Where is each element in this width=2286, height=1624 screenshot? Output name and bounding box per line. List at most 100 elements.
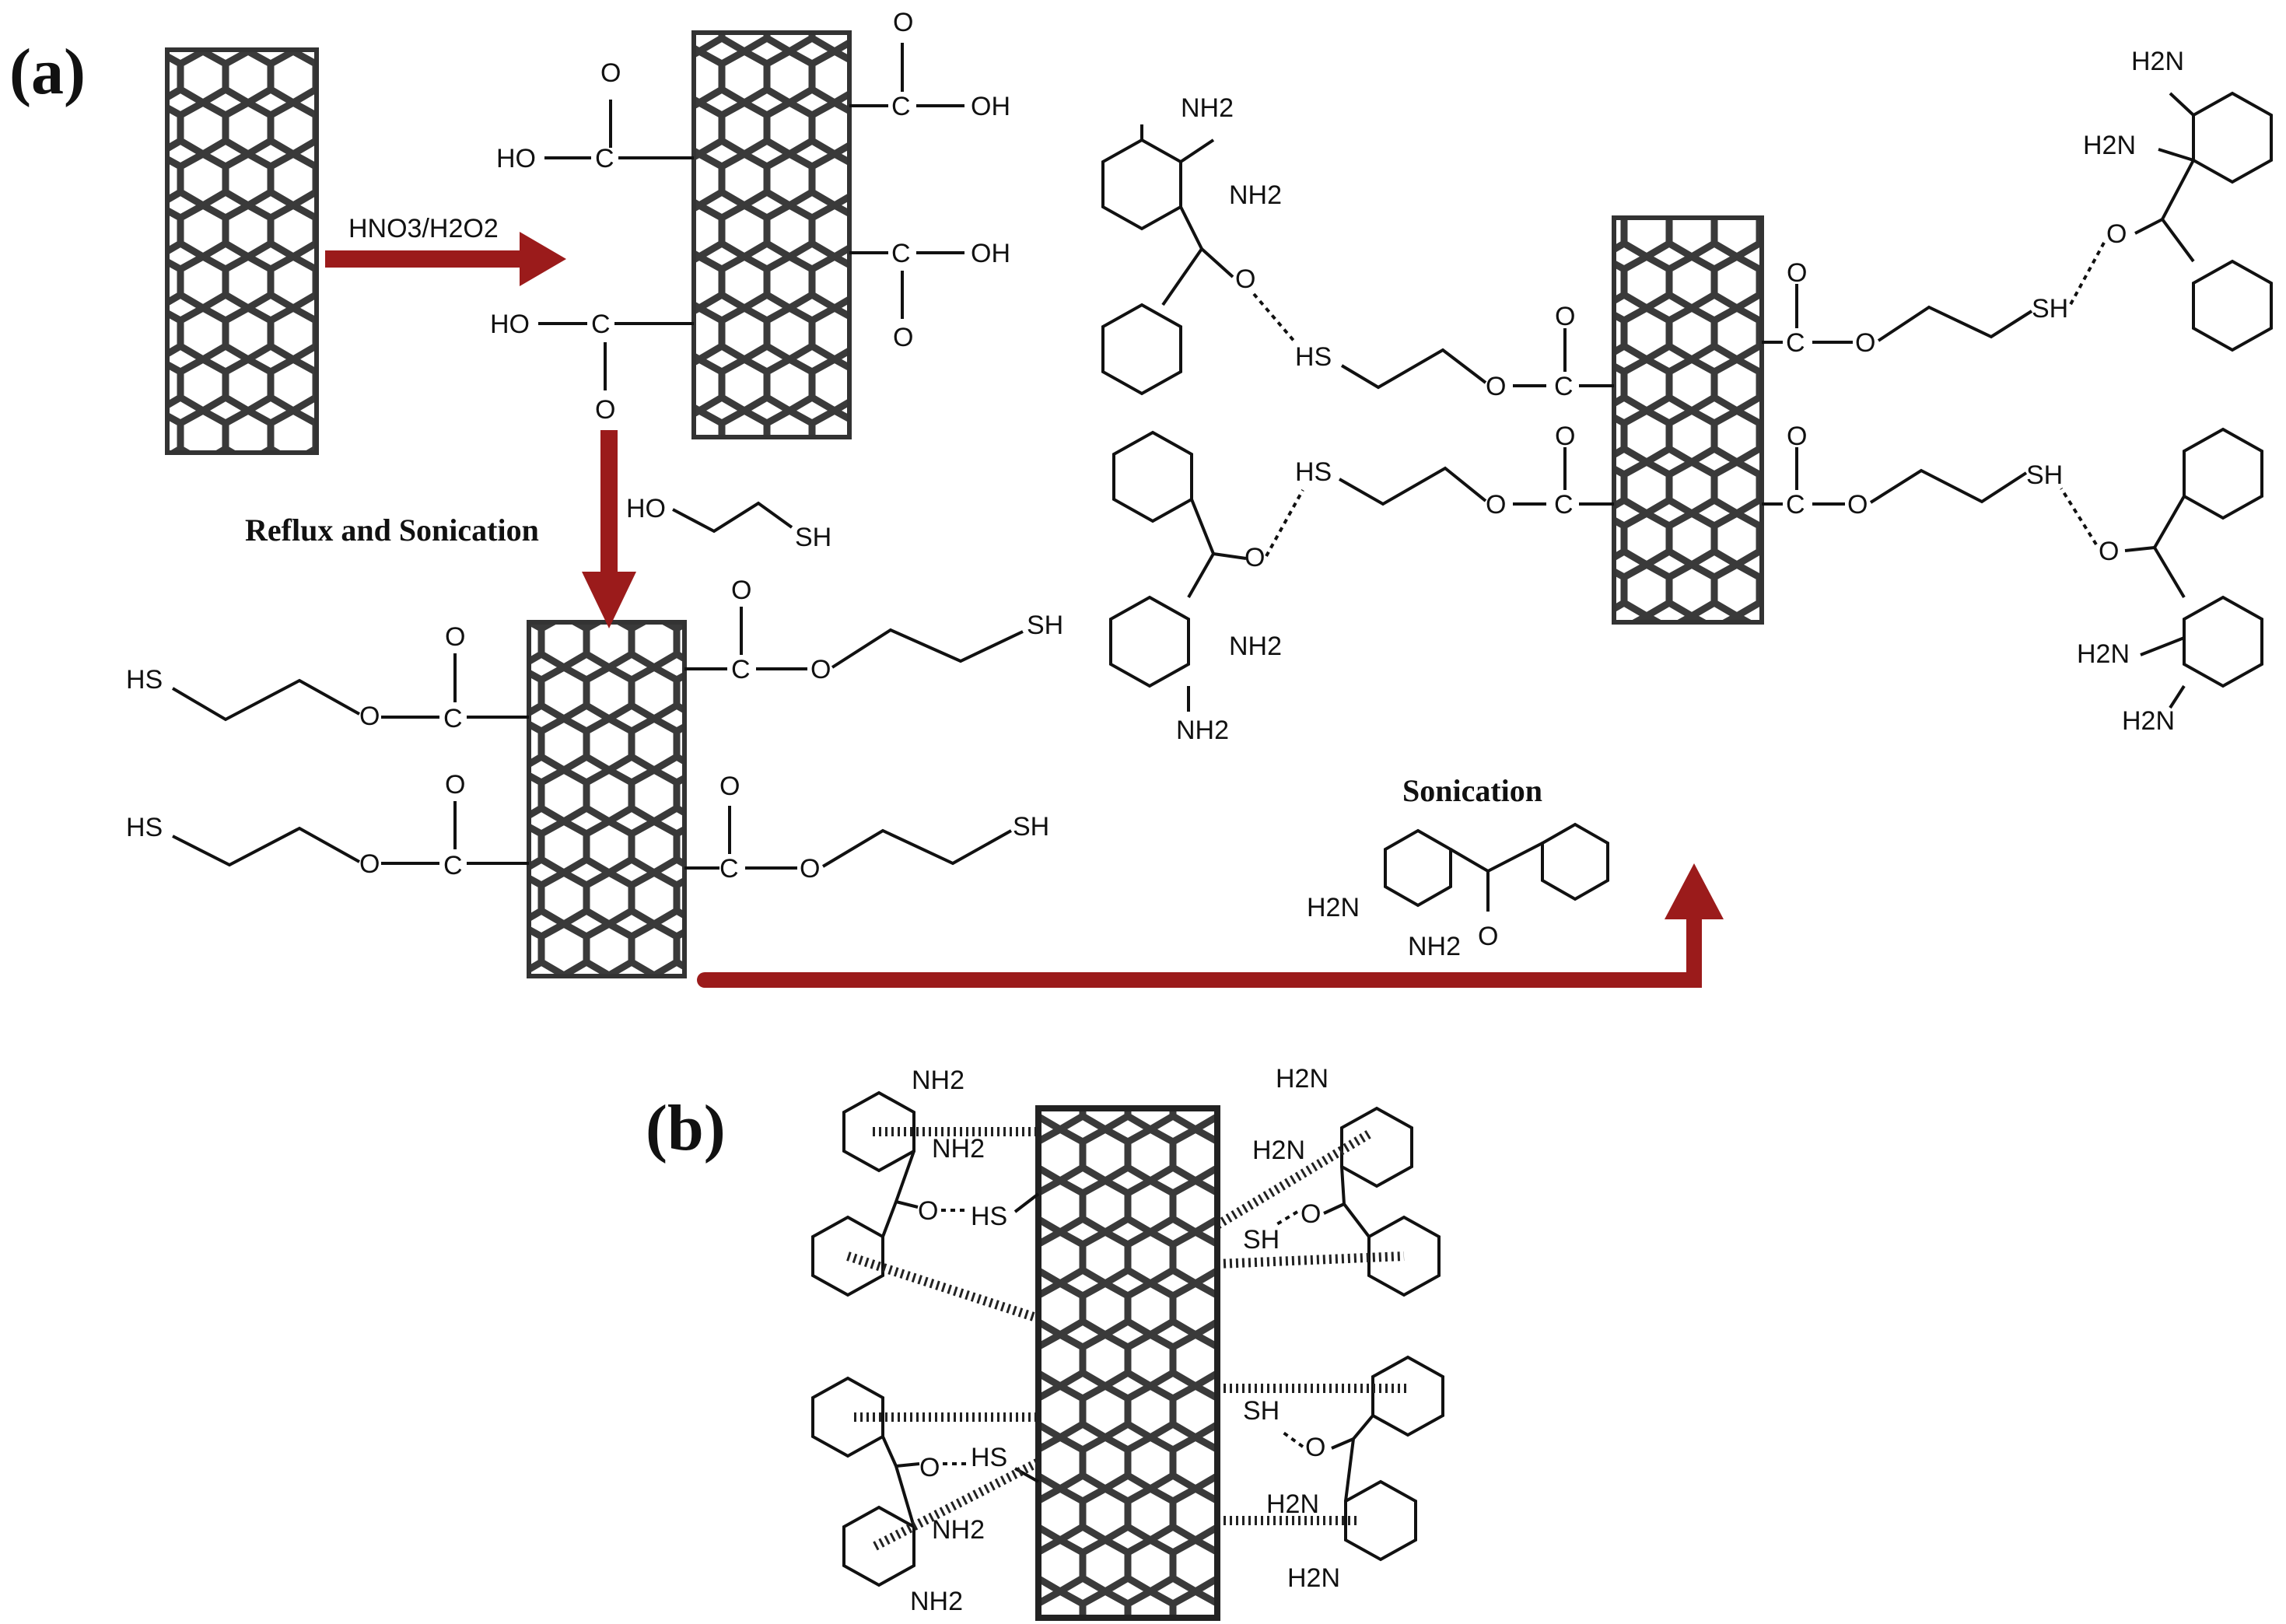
svg-text:O: O <box>1301 1199 1321 1229</box>
svg-text:H2N: H2N <box>1266 1489 1319 1519</box>
svg-text:O: O <box>2106 219 2127 249</box>
svg-text:O: O <box>1486 372 1506 401</box>
benzophenone-unit-bottom-left: O NH2 NH2 <box>1109 430 1304 745</box>
functionalization-condition-label: Sonication <box>1402 773 1542 808</box>
reagent-amine-right-label: NH2 <box>1408 932 1461 961</box>
svg-text:O: O <box>1305 1433 1325 1462</box>
svg-text:O: O <box>810 655 831 684</box>
svg-text:NH2: NH2 <box>1229 180 1282 210</box>
svg-text:C: C <box>719 854 739 884</box>
svg-text:NH2: NH2 <box>910 1587 963 1616</box>
esterification-condition-label: Reflux and Sonication <box>245 513 539 548</box>
benzophenone-unit-bottom-right: O H2N H2N <box>2060 427 2263 736</box>
svg-text:O: O <box>445 622 465 652</box>
svg-text:SH: SH <box>1243 1396 1280 1426</box>
thiol-ester-arm: C O O SH <box>684 576 1063 684</box>
svg-text:O: O <box>1787 258 1807 288</box>
reagent-ketone-o-label: O <box>1478 922 1498 951</box>
svg-text:O: O <box>1847 490 1868 520</box>
svg-text:O: O <box>2099 537 2119 566</box>
interaction-left-lower: O HS NH2 NH2 <box>811 1376 1041 1616</box>
svg-text:C: C <box>443 851 463 880</box>
reagent-thiol-label: SH <box>795 523 831 552</box>
svg-text:SH: SH <box>1013 812 1049 842</box>
ester-arm-right: C O O SH <box>1762 258 2068 358</box>
svg-text:OH: OH <box>971 239 1010 268</box>
svg-text:H2N: H2N <box>1276 1064 1329 1094</box>
svg-text:C: C <box>591 310 611 339</box>
svg-text:NH2: NH2 <box>1181 93 1234 123</box>
svg-text:O: O <box>445 770 465 800</box>
interaction-left-upper: O HS NH2 NH2 <box>811 1066 1040 1323</box>
svg-text:O: O <box>731 576 751 605</box>
esterification-arrow <box>582 430 636 628</box>
svg-text:H2N: H2N <box>2083 131 2136 160</box>
svg-text:C: C <box>443 704 463 733</box>
diaminobenzophenone-reagent: O H2N NH2 <box>1307 822 1609 961</box>
svg-text:HO: HO <box>490 310 530 339</box>
svg-text:C: C <box>595 144 614 173</box>
interaction-right-lower: O SH H2N H2N <box>1217 1355 1444 1593</box>
svg-text:NH2: NH2 <box>932 1515 985 1545</box>
oxidation-arrow <box>325 232 566 286</box>
functionalized-nanotube <box>1612 215 1764 625</box>
thiol-ester-arm: C O O SH <box>684 772 1049 884</box>
interaction-right-upper: O SH H2N H2N <box>1214 1064 1441 1297</box>
svg-text:HS: HS <box>126 813 163 842</box>
mercaptoethanol-reagent: HO SH <box>626 494 831 552</box>
ester-arm-right: C O O SH <box>1762 422 2063 520</box>
svg-text:HS: HS <box>971 1443 1007 1472</box>
svg-text:SH: SH <box>1243 1225 1280 1255</box>
svg-text:C: C <box>1554 490 1574 520</box>
svg-text:H2N: H2N <box>2122 706 2175 736</box>
benzophenone-unit-top-left: O NH2 NH2 <box>1101 93 1297 396</box>
svg-text:HS: HS <box>126 665 163 695</box>
svg-text:O: O <box>719 772 740 801</box>
svg-text:O: O <box>800 854 820 884</box>
thiol-ester-arm: HS O C O <box>126 770 529 880</box>
reagent-hydroxyl-label: HO <box>626 494 666 523</box>
svg-text:HO: HO <box>496 144 536 173</box>
svg-text:C: C <box>891 239 911 268</box>
svg-text:C: C <box>1786 328 1805 358</box>
svg-text:O: O <box>918 1196 938 1226</box>
svg-text:SH: SH <box>1027 611 1063 640</box>
svg-text:NH2: NH2 <box>1176 716 1229 745</box>
svg-text:H2N: H2N <box>2131 47 2184 76</box>
svg-text:O: O <box>595 395 615 425</box>
svg-text:HS: HS <box>1295 342 1332 372</box>
svg-text:OH: OH <box>971 92 1010 121</box>
svg-text:O: O <box>1245 543 1265 572</box>
svg-text:SH: SH <box>2026 460 2063 490</box>
svg-text:H2N: H2N <box>2077 639 2130 669</box>
ester-arm-left: C O O HS <box>1295 422 1614 520</box>
svg-text:HS: HS <box>1295 457 1332 487</box>
svg-text:O: O <box>600 58 621 88</box>
svg-text:O: O <box>1555 302 1575 331</box>
svg-text:O: O <box>1235 264 1255 294</box>
svg-text:SH: SH <box>2032 294 2068 324</box>
svg-text:O: O <box>1855 328 1875 358</box>
benzophenone-unit-top-right: O H2N H2N <box>2067 47 2273 352</box>
svg-text:O: O <box>359 849 380 879</box>
svg-text:NH2: NH2 <box>912 1066 964 1095</box>
functionalization-arrow <box>697 863 1724 988</box>
reagent-amine-left-label: H2N <box>1307 893 1360 922</box>
panel-b-label: (b) <box>646 1092 726 1164</box>
svg-text:H2N: H2N <box>1287 1563 1340 1593</box>
svg-text:C: C <box>891 92 911 121</box>
thiolated-nanotube <box>527 620 687 978</box>
oxidation-reagent-label: HNO3/H2O2 <box>348 214 499 243</box>
interaction-nanotube <box>1035 1105 1220 1621</box>
svg-text:O: O <box>893 323 913 352</box>
svg-text:O: O <box>1486 490 1506 520</box>
svg-text:C: C <box>1554 372 1574 401</box>
thiol-ester-arm: HS O C O <box>126 622 529 733</box>
svg-text:C: C <box>731 655 751 684</box>
ester-arm-left: C O O HS <box>1295 302 1614 401</box>
svg-text:HS: HS <box>971 1202 1007 1231</box>
oxidized-nanotube <box>691 30 852 439</box>
svg-text:NH2: NH2 <box>1229 632 1282 661</box>
carboxyl-group: HO C O <box>490 310 694 425</box>
